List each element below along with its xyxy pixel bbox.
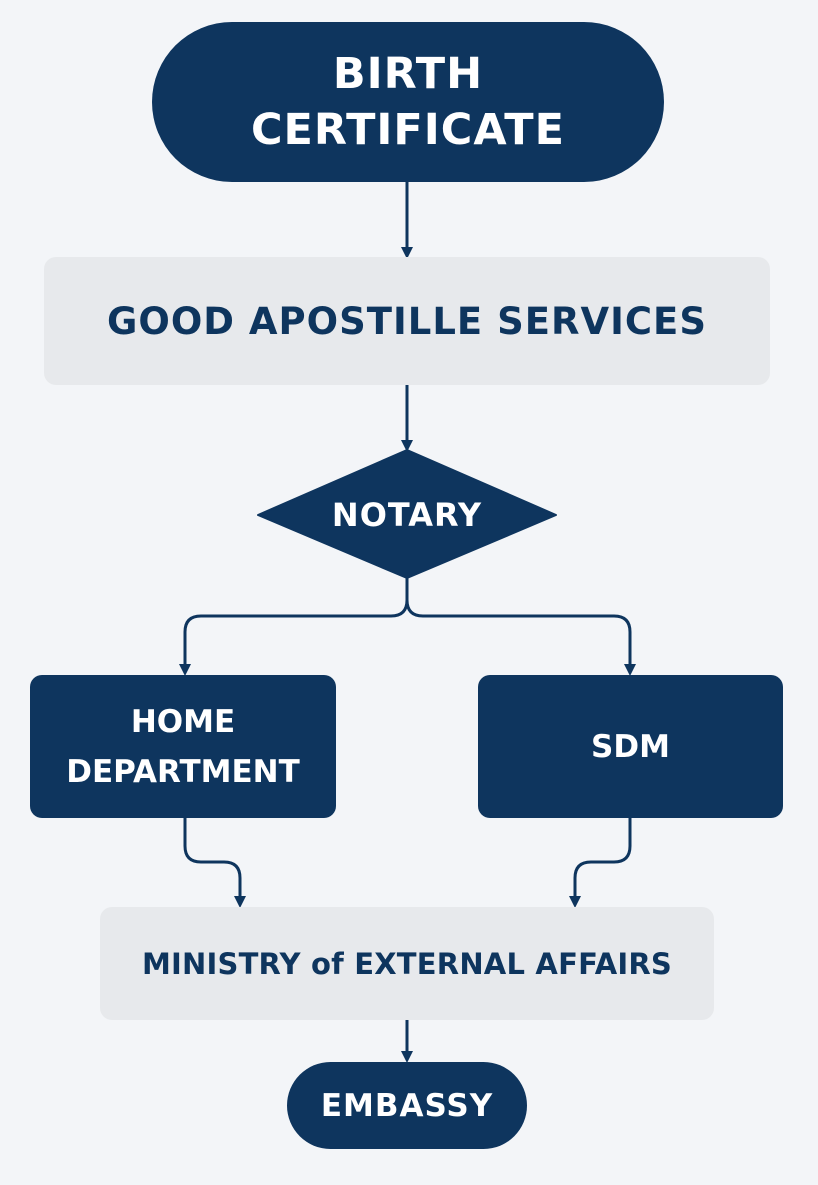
arrow-notary-to-sdm — [405, 578, 636, 676]
arrow-notary-to-home — [179, 578, 409, 676]
notary-label: NOTARY — [331, 496, 483, 534]
arrow-home-to-mea — [183, 818, 246, 908]
ministry-of-external-affairs-node: MINISTRY of EXTERNAL AFFAIRS — [100, 907, 714, 1020]
birth-certificate-node: BIRTH CERTIFICATE — [152, 22, 664, 182]
home-department-node: HOME DEPARTMENT — [30, 675, 336, 818]
sdm-node: SDM — [478, 675, 783, 818]
arrow-sdm-to-mea — [569, 818, 632, 908]
embassy-node: EMBASSY — [287, 1062, 527, 1149]
good-apostille-services-node: GOOD APOSTILLE SERVICES — [44, 257, 770, 385]
